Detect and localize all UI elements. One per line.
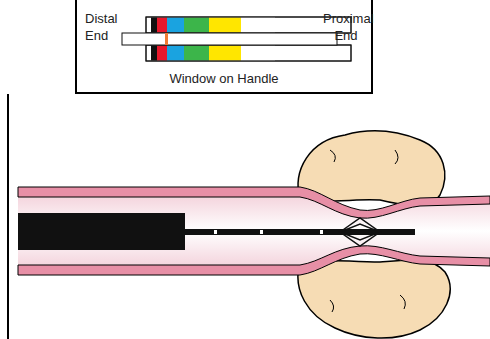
window-band (146, 45, 351, 61)
depth-mark (260, 230, 263, 234)
window-band (146, 17, 351, 33)
window-band (165, 33, 168, 45)
window-band (167, 46, 184, 61)
window-band (157, 46, 167, 61)
end-label: Proximal End (323, 10, 369, 44)
urethra-lumen (18, 187, 490, 275)
panel-border (7, 94, 9, 339)
end-label: Distal End (85, 10, 127, 44)
window-band (167, 18, 184, 33)
expander-wires (340, 218, 380, 246)
window-band (151, 18, 157, 33)
window-band (146, 17, 351, 33)
window-band (146, 45, 351, 61)
window-band (241, 18, 275, 33)
window-band (209, 18, 241, 33)
window-band (151, 46, 157, 61)
window-band (209, 46, 241, 61)
prostate-lower-lobe (298, 260, 450, 338)
window-band (241, 46, 275, 61)
urethra-wall-lower (18, 246, 490, 275)
window-band (184, 46, 209, 61)
depth-mark (214, 230, 217, 234)
window-band (122, 33, 337, 45)
window-caption: Window on Handle (117, 70, 331, 87)
window-band (157, 18, 167, 33)
handle-window-box: Distal End Proximal EndWindow on Handle (75, 0, 373, 94)
scope-sheath (18, 213, 185, 250)
window-band (184, 18, 209, 33)
depth-mark (320, 230, 323, 234)
